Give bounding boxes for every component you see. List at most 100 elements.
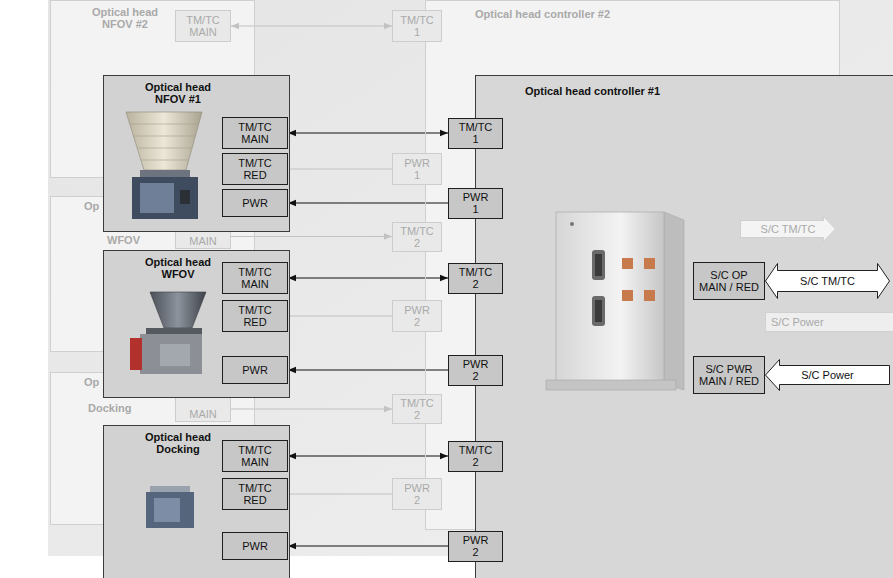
box-label: TM/TC 1 (459, 121, 493, 146)
label-holder: PWR 1 (404, 157, 430, 182)
signal-line (288, 455, 448, 456)
box-label: PWR (242, 197, 268, 209)
box-label: TM/TC 2 (459, 266, 493, 291)
nfov-head-illustration (126, 112, 202, 170)
label-holder: S/C TM/TC (800, 275, 855, 287)
controller-unit-illustration (556, 212, 664, 384)
docking-head-illustration (146, 492, 194, 528)
box-label: MAIN (189, 235, 217, 247)
port-box: TM/TC RED (222, 478, 288, 510)
label-holder: TM/TC RED (238, 482, 272, 507)
signal-line (288, 168, 392, 169)
controller-unit-illustration (546, 212, 684, 390)
box-label: Docking (88, 402, 131, 414)
box-label: Optical head NFOV #2 (81, 6, 169, 31)
box-label: PWR (242, 540, 268, 552)
wfov-head-illustration (130, 338, 142, 370)
port-box: TM/TC MAIN (222, 117, 288, 149)
box-label: S/C PWR MAIN / RED (697, 363, 761, 388)
arrow-outline (741, 217, 836, 242)
signal-line (231, 408, 392, 409)
box-label: TM/TC MAIN (238, 121, 272, 146)
wfov-head-illustration (140, 334, 202, 374)
box-label: TM/TC 2 (459, 444, 493, 469)
box-label: PWR 1 (463, 191, 489, 216)
box-label: TM/TC RED (238, 304, 272, 329)
label-holder: S/C PWR MAIN / RED (697, 363, 761, 388)
signal-line (231, 236, 392, 237)
controller-unit-illustration (644, 290, 655, 301)
box-label: S/C TM/TC (800, 275, 855, 287)
label-holder: TM/TC 1 (400, 14, 434, 39)
port-box: PWR (222, 189, 288, 217)
nfov-head-illustration (132, 177, 198, 219)
arrow-outline (766, 360, 890, 391)
port-box: TM/TC 2 (448, 263, 503, 294)
nfov-head-illustration (180, 190, 190, 204)
label-holder: PWR 2 (404, 304, 430, 329)
port-box: MAIN (175, 396, 231, 422)
port-box: TM/TC MAIN (222, 262, 288, 294)
label-holder: Optical head NFOV #1 (134, 81, 222, 106)
box-label: Op (84, 376, 99, 388)
label-holder: MAIN (189, 235, 217, 247)
box-label: Optical head controller #2 (475, 8, 610, 20)
port-box: PWR (222, 356, 288, 384)
label-holder: TM/TC 2 (459, 444, 493, 469)
box-label: TM/TC 1 (400, 14, 434, 39)
label-holder: TM/TC MAIN (238, 444, 272, 469)
port-box: PWR 1 (448, 188, 503, 219)
wfov-head-illustration (150, 292, 206, 328)
label-holder: Optical head controller #1 (525, 85, 660, 97)
label-holder: TM/TC 2 (400, 225, 434, 250)
docking-head-illustration (146, 486, 194, 528)
label-holder: TM/TC RED (238, 157, 272, 182)
box-label: TM/TC MAIN (186, 14, 220, 39)
port-box: TM/TC 1 (392, 10, 442, 42)
port-box: TM/TC 2 (392, 394, 442, 424)
label-holder: TM/TC 1 (459, 121, 493, 146)
signal-line (288, 202, 448, 203)
label-holder: Op (84, 200, 99, 212)
box-label: S/C TM/TC (761, 223, 816, 235)
signal-line (288, 315, 392, 316)
label-holder: TM/TC MAIN (238, 121, 272, 146)
box-label: TM/TC MAIN (238, 444, 272, 469)
nfov-head-illustration (130, 124, 199, 125)
box-label: TM/TC 2 (400, 397, 434, 422)
controller-unit-illustration (622, 290, 633, 301)
box-label: TM/TC RED (238, 482, 272, 507)
wfov-head-illustration (160, 344, 190, 366)
controller-unit-illustration (546, 380, 676, 390)
box-label: TM/TC 2 (400, 225, 434, 250)
box-label: TM/TC RED (238, 157, 272, 182)
label-holder: PWR (242, 364, 268, 376)
port-box: TM/TC RED (222, 153, 288, 185)
controller-unit-illustration (592, 250, 605, 280)
box-label: Optical head controller #1 (525, 85, 660, 97)
port-box: TM/TC MAIN (222, 440, 288, 472)
controller-unit-illustration (664, 212, 684, 390)
port-box: PWR 2 (448, 355, 503, 386)
wfov-head-illustration (130, 292, 206, 374)
label-holder: TM/TC MAIN (186, 14, 220, 39)
label-holder: PWR (242, 197, 268, 209)
box-label: Op (84, 200, 99, 212)
label-holder: PWR 2 (463, 358, 489, 383)
label-holder: MAIN (189, 408, 217, 420)
label-holder: S/C TM/TC (761, 223, 816, 235)
label-holder: S/C Power (801, 369, 854, 381)
interface-box: S/C Power (765, 312, 893, 332)
box-label: Optical head WFOV (134, 256, 222, 281)
label-holder: Optical head NFOV #2 (81, 6, 169, 31)
port-box: TM/TC 2 (392, 222, 442, 252)
signal-line (288, 277, 448, 278)
box-label: MAIN (189, 408, 217, 420)
label-holder: Op (84, 376, 99, 388)
box-label: WFOV (107, 234, 140, 246)
docking-head-illustration (154, 498, 180, 522)
box-label: PWR 2 (404, 482, 430, 507)
optical-head-box: TM/TC MAIN TM/TC RED PWR Optical head NFOV … (103, 75, 290, 232)
